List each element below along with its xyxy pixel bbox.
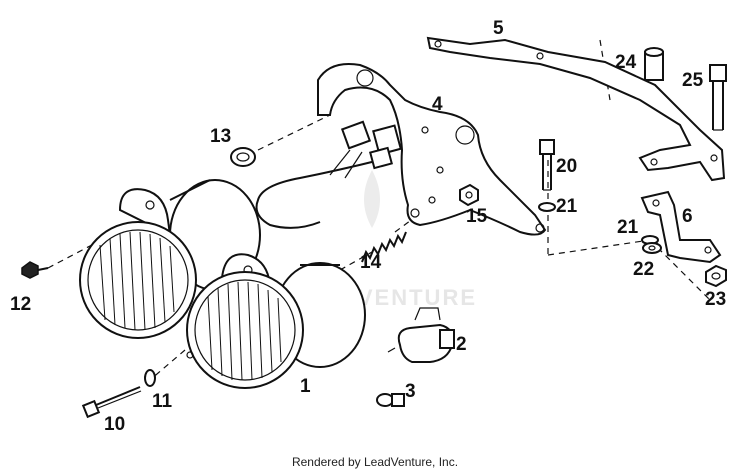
callout-24: 24 [615,52,637,73]
callout-6: 6 [682,206,693,227]
callout-labels: 1 2 3 4 5 6 10 11 12 13 14 15 20 21 21 2… [10,18,726,435]
bracket-part-6 [640,190,722,264]
left-lens-lines [99,231,175,331]
bolt-part-25 [709,64,727,131]
washer-part-21-upper [538,202,556,212]
callout-21-upper: 21 [556,196,578,217]
spacer-part-24 [644,47,664,81]
nut-part-15 [459,183,479,207]
callout-22: 22 [633,259,654,280]
nut-part-23 [705,264,727,288]
callout-13: 13 [210,126,231,147]
frame-part-4 [317,63,547,236]
footer-credit: Rendered by LeadVenture, Inc. [291,455,459,469]
grommet-part-13 [230,147,256,167]
washer-part-11 [144,369,156,387]
right-lens-lines [207,281,282,381]
callout-4: 4 [432,94,443,115]
callout-5: 5 [493,18,504,39]
bracket-part-5 [426,36,726,182]
washer-part-22 [642,242,662,254]
callout-25: 25 [682,70,704,91]
bolt-part-20 [539,139,555,191]
callout-15: 15 [466,206,488,227]
callout-3: 3 [405,381,416,402]
bulb-part-2 [387,307,455,363]
spring-part-14 [361,231,407,263]
callout-21-lower: 21 [617,217,639,238]
callout-20: 20 [556,156,577,177]
bulb-part-3 [376,393,405,407]
callout-14: 14 [360,252,382,273]
wiring-harness [255,120,402,229]
headlight-part-1 [79,188,304,389]
callout-1: 1 [300,376,311,397]
callout-23: 23 [705,289,726,310]
callout-11: 11 [152,391,173,412]
callout-10: 10 [104,414,125,435]
callout-2: 2 [456,334,467,355]
bolt-part-10 [81,386,142,419]
callout-12: 12 [10,294,31,315]
screw-part-12 [21,261,49,279]
